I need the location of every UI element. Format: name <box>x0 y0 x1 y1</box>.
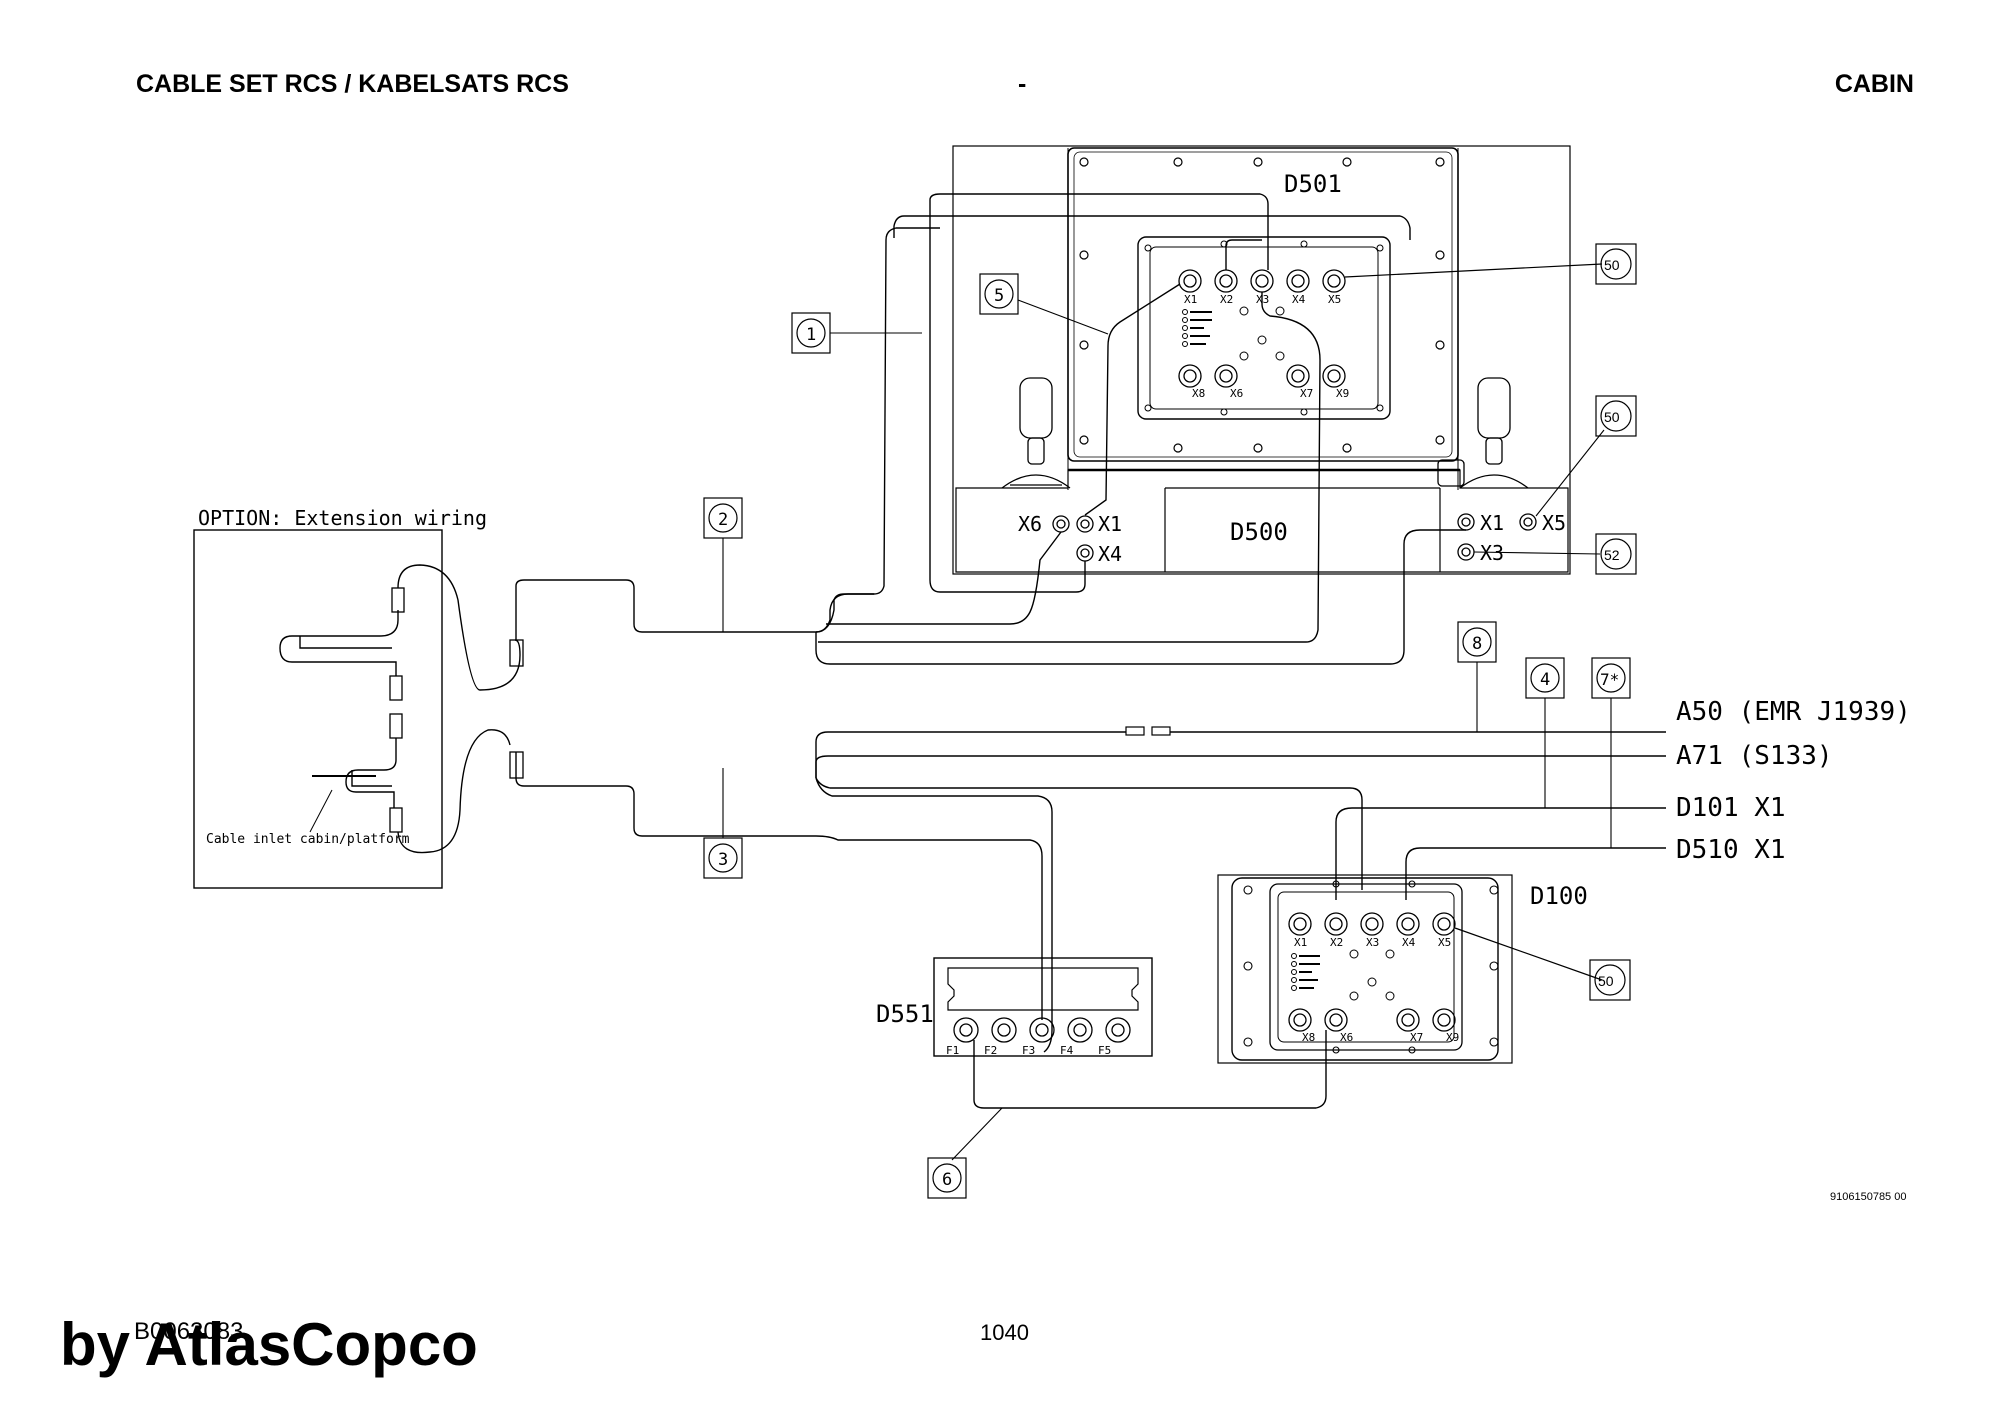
d501-port-x9: X9 <box>1336 387 1349 400</box>
d501-port-x4: X4 <box>1292 293 1306 306</box>
cable-routes <box>515 193 1666 1109</box>
callout-7: 7* <box>1600 670 1619 689</box>
d501-status-leds <box>1182 309 1212 347</box>
d551-module: D551 F1 F2 F3 F4 F5 <box>815 835 1153 1057</box>
d551-label: D551 <box>876 1000 934 1028</box>
d500-port-x3: X3 <box>1480 541 1504 565</box>
d100-port-x7: X7 <box>1410 1031 1423 1044</box>
d501-port-x1: X1 <box>1184 293 1197 306</box>
callout-50-d501: 50 <box>1604 257 1620 273</box>
d501-top-connectors <box>1178 269 1346 293</box>
callout-8: 8 <box>1472 634 1482 654</box>
d500-port-x6: X6 <box>1018 512 1042 536</box>
callout-6: 6 <box>942 1170 952 1190</box>
left-joystick <box>1001 377 1071 489</box>
d500-port-x1-left: X1 <box>1098 512 1122 536</box>
d551-port-f3: F3 <box>1022 1044 1035 1057</box>
d500-connectors <box>1052 513 1537 562</box>
d500-label: D500 <box>1230 518 1288 546</box>
d100-port-x3: X3 <box>1366 936 1379 949</box>
d500-port-x4: X4 <box>1098 542 1122 566</box>
header-right-title: CABIN <box>1834 70 1914 98</box>
d501-port-x8: X8 <box>1192 387 1205 400</box>
dest-a71: A71 (S133) <box>1676 741 1833 771</box>
callout-50-d100: 50 <box>1598 973 1614 989</box>
footer-code: B0063083 <box>134 1318 244 1345</box>
drawing-number: 9106150785 00 <box>1830 1191 1906 1203</box>
d500-port-x1-right: X1 <box>1480 511 1504 535</box>
callouts: 1 5 2 3 6 8 4 7* <box>703 243 1637 1199</box>
d501-port-x7: X7 <box>1300 387 1313 400</box>
dest-d101: D101 X1 <box>1676 793 1786 823</box>
d100-port-x4: X4 <box>1402 936 1416 949</box>
d551-port-f4: F4 <box>1060 1044 1074 1057</box>
d100-module: D100 X1 X2 X3 X4 X5 X8 X6 X7 X9 <box>1217 874 1603 1064</box>
header-left-title: CABLE SET RCS / KABELSATS RCS <box>136 70 569 98</box>
callout-50-d500: 50 <box>1604 409 1620 425</box>
callout-3: 3 <box>718 850 728 870</box>
callout-52: 52 <box>1604 547 1620 563</box>
d100-port-x6: X6 <box>1340 1031 1353 1044</box>
d551-port-f1: F1 <box>946 1044 959 1057</box>
callout-2: 2 <box>718 510 728 530</box>
callout-5: 5 <box>994 286 1004 306</box>
d501-bottom-connectors <box>1178 364 1346 388</box>
d100-label: D100 <box>1530 882 1588 910</box>
d100-port-x1: X1 <box>1294 936 1307 949</box>
d551-port-f5: F5 <box>1098 1044 1111 1057</box>
callout-4: 4 <box>1540 670 1550 690</box>
option-title: OPTION: Extension wiring <box>198 506 487 530</box>
d100-port-x5: X5 <box>1438 936 1451 949</box>
d100-port-x8: X8 <box>1302 1031 1315 1044</box>
callout-1: 1 <box>806 325 816 345</box>
d501-label: D501 <box>1284 170 1342 198</box>
d500-port-x5: X5 <box>1542 511 1566 535</box>
d551-port-f2: F2 <box>984 1044 997 1057</box>
option-extension-box: OPTION: Extension wiring Cable inlet cab… <box>193 506 524 889</box>
dest-d510: D510 X1 <box>1676 835 1786 865</box>
watermark-brand: by AtlasCopco <box>60 1311 478 1378</box>
cable-inlet-label: Cable inlet cabin/platform <box>206 832 410 847</box>
d501-port-x2: X2 <box>1220 293 1233 306</box>
dest-a50: A50 (EMR J1939) <box>1676 697 1911 727</box>
page-number: 1040 <box>980 1320 1029 1345</box>
header-center-mark: - <box>1018 70 1027 98</box>
right-joystick <box>1437 377 1529 489</box>
d100-port-x9: X9 <box>1446 1031 1459 1044</box>
d501-port-x6: X6 <box>1230 387 1243 400</box>
d501-port-x5: X5 <box>1328 293 1341 306</box>
d100-port-x2: X2 <box>1330 936 1343 949</box>
d501-d500-assembly: D501 X1 X2 X3 X4 X5 <box>952 145 1571 575</box>
